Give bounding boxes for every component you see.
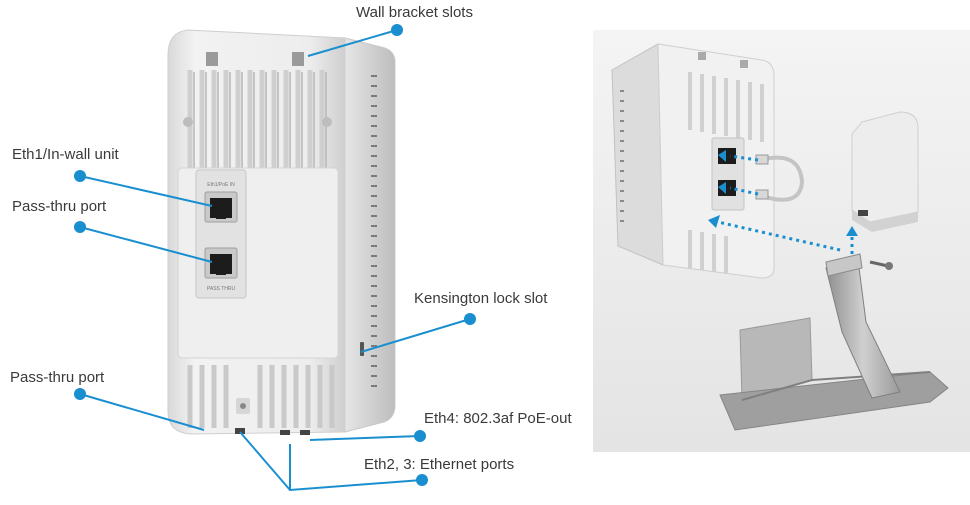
- callout-pass-thru-port-lower: Pass-thru port: [10, 369, 105, 386]
- callout-kensington-lock-slot: Kensington lock slot: [414, 290, 548, 307]
- callout-eth4-poe-out: Eth4: 802.3af PoE-out: [424, 410, 572, 427]
- callout-pass-thru-port-upper: Pass-thru port: [12, 198, 107, 215]
- eth1-port: [210, 198, 232, 218]
- callout-dots: [74, 24, 476, 486]
- mount-bracket: [851, 111, 919, 223]
- callout-wall-bracket-slots: Wall bracket slots: [356, 4, 473, 21]
- callout-lines: [79, 29, 471, 492]
- mounting-arrows: [717, 154, 854, 254]
- pass-thru-port: [210, 254, 232, 274]
- bracket-slot-right: [292, 52, 304, 66]
- side-vents: [371, 75, 377, 387]
- callout-eth2-3-ethernet-ports: Eth2, 3: Ethernet ports: [364, 456, 515, 473]
- device-back-view: Eth1/PoE IN PASS THRU: [167, 29, 396, 435]
- callout-eth1-in-wall-unit: Eth1/In-wall unit: [12, 146, 119, 163]
- port-recess: [195, 169, 247, 299]
- kensington-slot: [360, 342, 364, 356]
- port-label-eth1: Eth1/PoE IN: [207, 182, 235, 188]
- bracket-slot-left: [206, 52, 218, 66]
- bottom-fins: [187, 365, 335, 428]
- mounting-photo: [593, 30, 970, 452]
- port-label-pass-thru: PASS THRU: [207, 286, 236, 292]
